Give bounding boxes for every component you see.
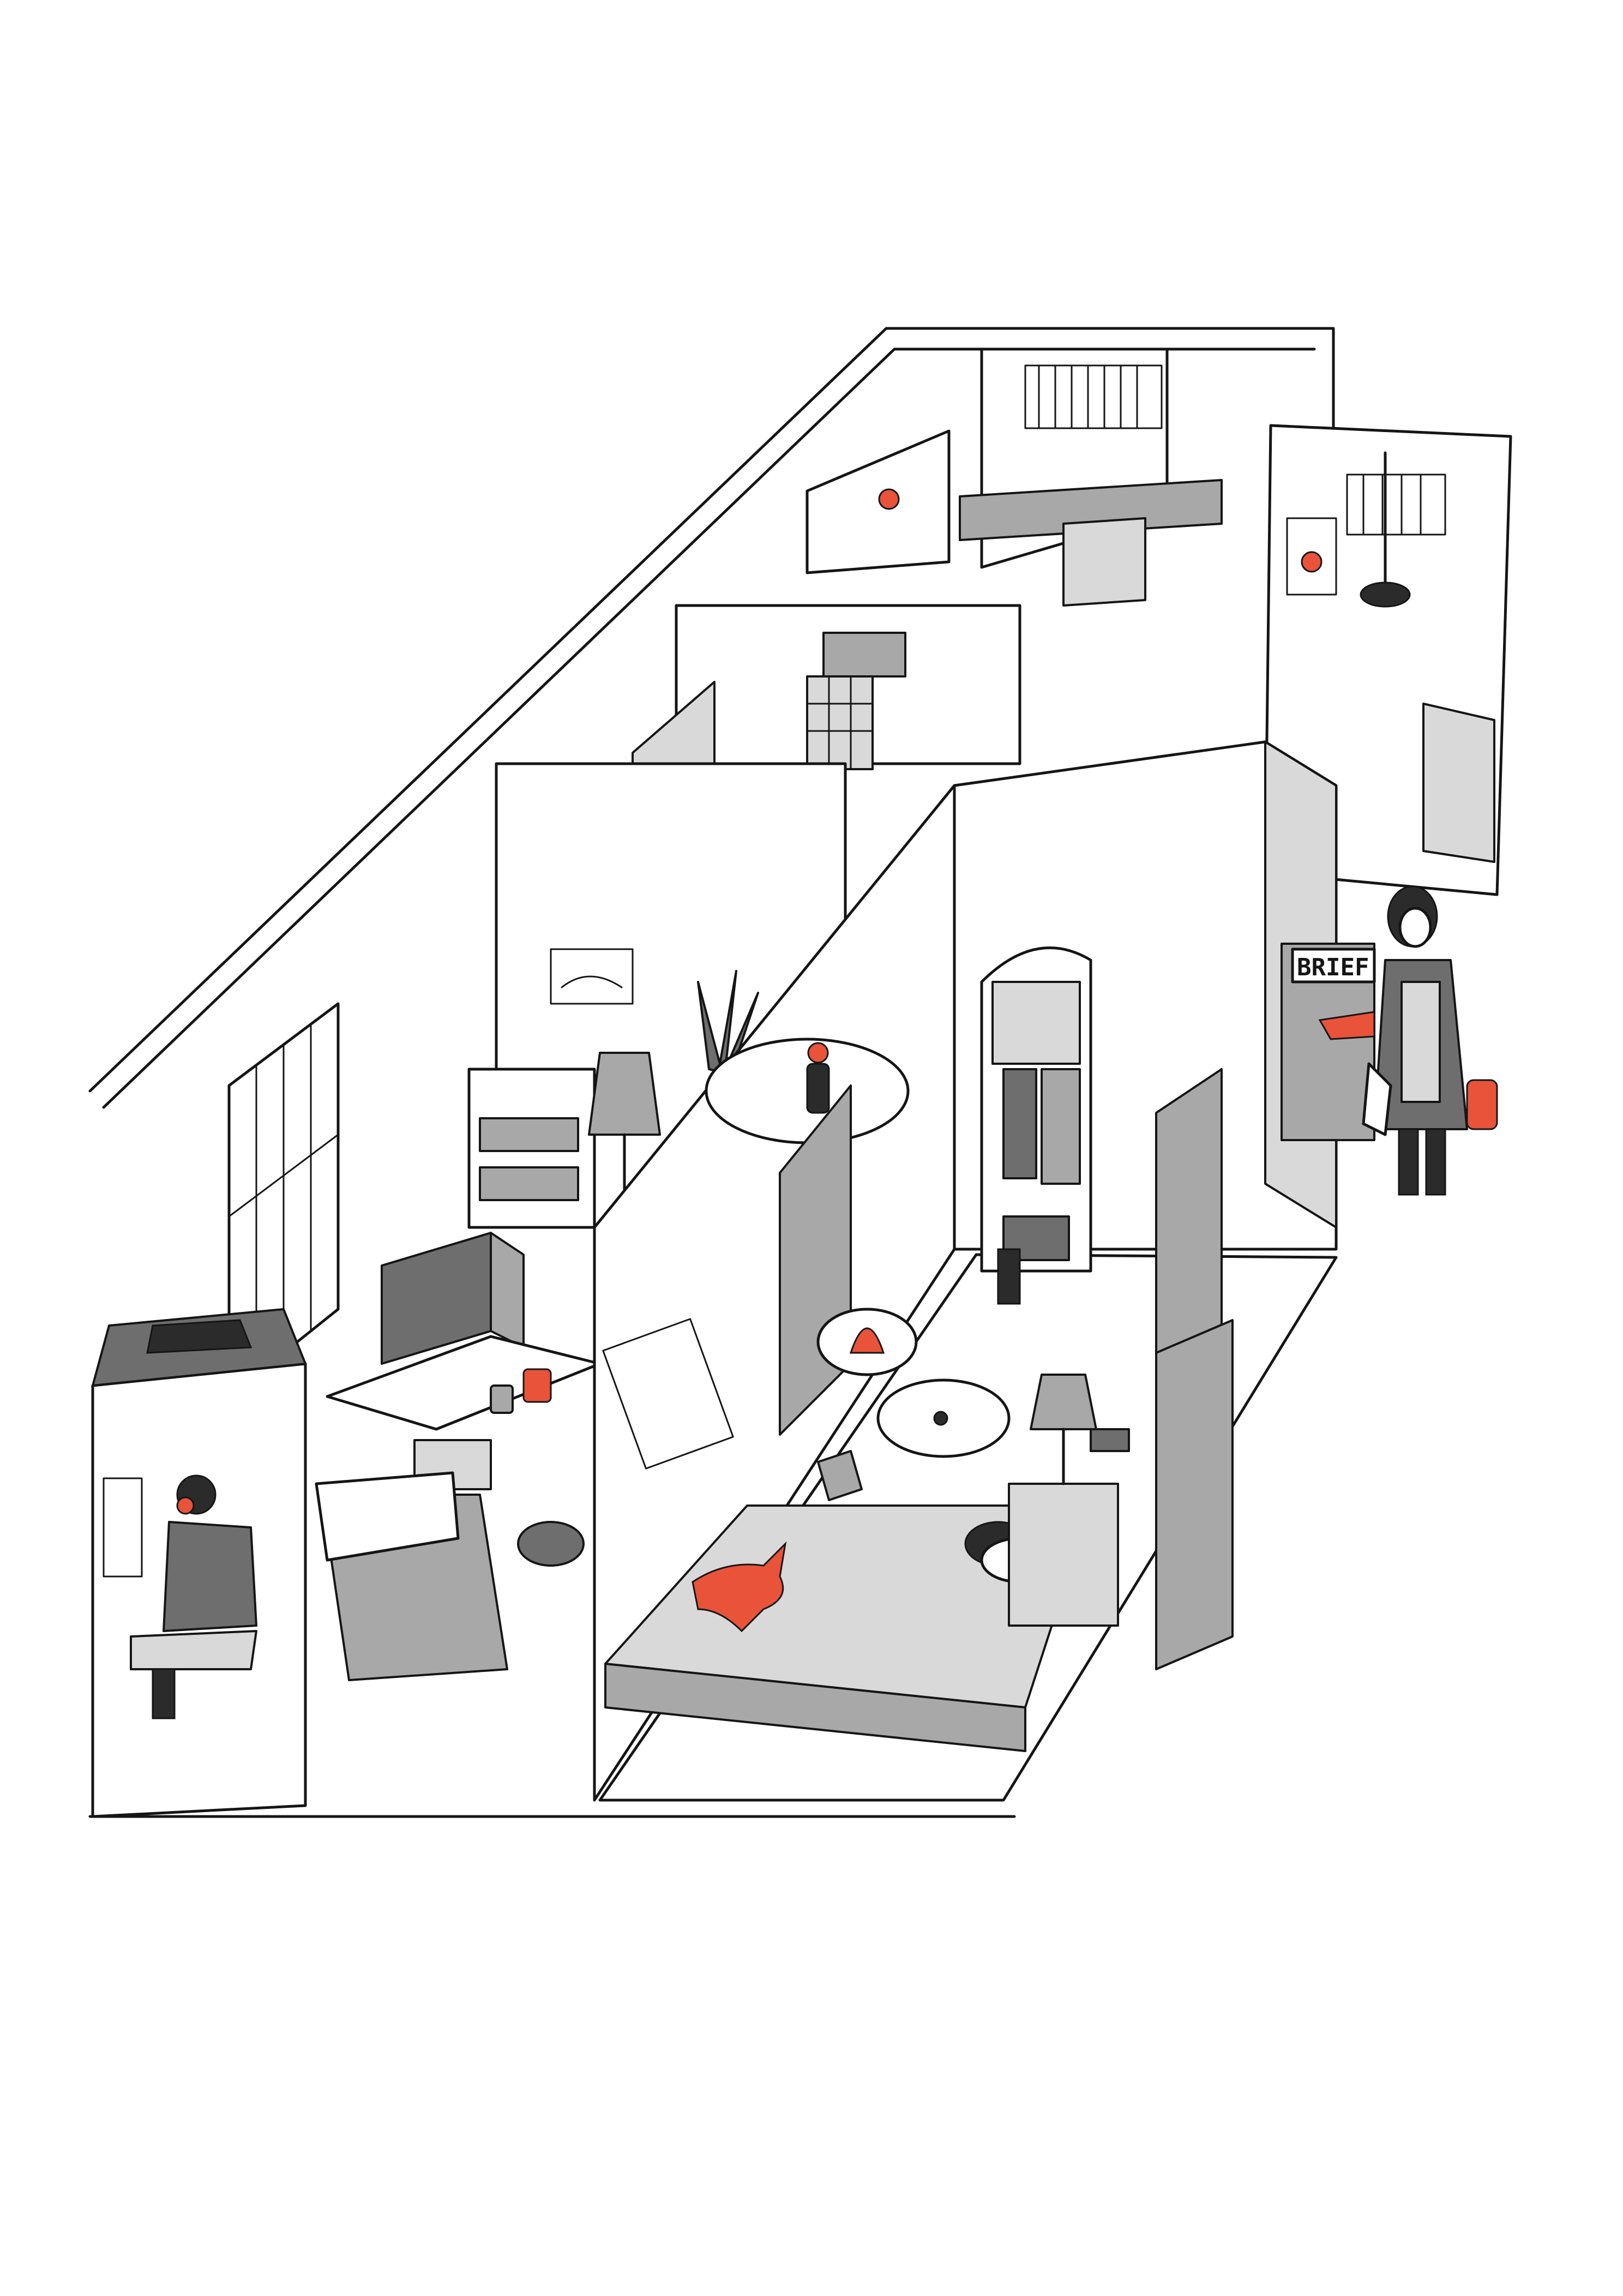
table-lamp-icon <box>1030 1374 1097 1485</box>
table-lamp-icon <box>588 1052 661 1191</box>
wardrobe-icon <box>980 946 1092 1273</box>
mailbox-label: BRIEF <box>1297 954 1369 981</box>
red-stuffed-toy <box>692 1541 787 1633</box>
phone-booth <box>91 1308 307 1818</box>
kitchen-room <box>806 347 1223 607</box>
entrance: BRIEF <box>1281 885 1498 1196</box>
child-room <box>1286 451 1495 863</box>
person-with-luggage <box>1362 885 1498 1196</box>
red-stuffed-toy <box>1301 551 1323 573</box>
mailbox-icon: BRIEF <box>1281 943 1376 1141</box>
red-heart <box>849 1327 885 1354</box>
bedroom <box>604 740 1338 1752</box>
partition-wall <box>593 784 956 1802</box>
bathroom <box>632 604 1021 770</box>
person-on-phone <box>130 1474 257 1719</box>
